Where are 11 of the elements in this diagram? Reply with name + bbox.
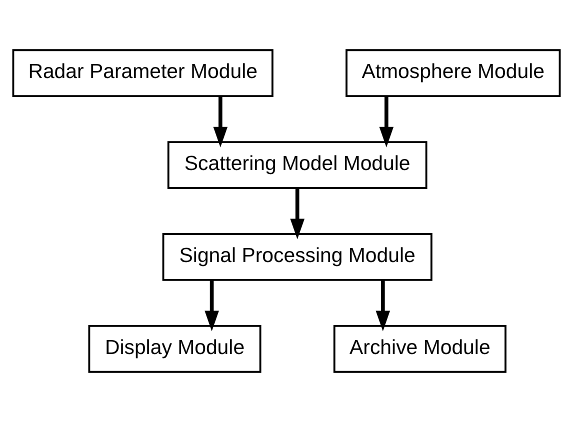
- arrow: [204, 280, 219, 331]
- node-box: Radar Parameter Module: [12, 48, 274, 97]
- node-box: Scattering Model Module: [167, 140, 428, 188]
- node-box: Display Module: [88, 324, 262, 372]
- node-box: Signal Processing Module: [162, 232, 432, 280]
- arrow: [379, 96, 394, 147]
- node-box: Archive Module: [333, 324, 506, 372]
- arrow: [376, 280, 390, 331]
- arrow: [290, 188, 305, 239]
- node-box: Atmosphere Module: [346, 48, 561, 97]
- arrow: [213, 96, 228, 147]
